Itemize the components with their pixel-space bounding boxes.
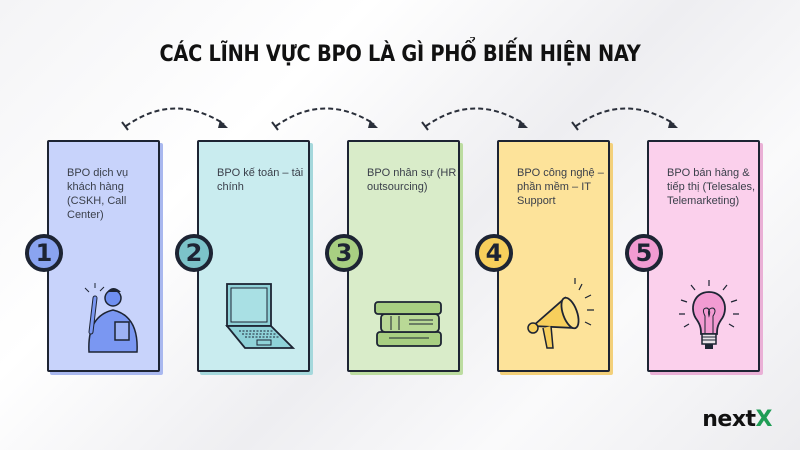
person-holding-book-icon bbox=[84, 283, 138, 353]
card-customer-service: BPO dịch vụ khách hàng (CSKH, Call Cente… bbox=[25, 140, 160, 372]
page-title: CÁC LĨNH VỰC BPO LÀ GÌ PHỔ BIẾN HIỆN NAY bbox=[159, 42, 641, 67]
card-hr-outsourcing: BPO nhân sự (HR outsourcing) 3 bbox=[325, 140, 460, 372]
books-stack-icon bbox=[374, 301, 442, 347]
nextx-logo: nextX bbox=[702, 407, 772, 432]
laptop-icon bbox=[225, 283, 296, 349]
dashed-arrow-icon bbox=[571, 107, 678, 131]
dashed-arrow-icon bbox=[271, 107, 378, 131]
lightbulb-icon bbox=[679, 280, 739, 349]
step-badge-4: 4 bbox=[475, 234, 513, 272]
logo-text: next bbox=[702, 407, 756, 432]
card-label: BPO dịch vụ khách hàng (CSKH, Call Cente… bbox=[67, 167, 129, 221]
dashed-arrow-icon bbox=[421, 107, 528, 131]
dashed-arrow-icon bbox=[121, 107, 228, 131]
step-badge-2: 2 bbox=[175, 234, 213, 272]
step-badge-3: 3 bbox=[325, 234, 363, 272]
card-accounting-finance: BPO kế toán – tài chính 2 bbox=[175, 140, 310, 372]
card-label: BPO nhân sự (HR outsourcing) bbox=[367, 167, 457, 193]
step-badge-5: 5 bbox=[625, 234, 663, 272]
card-label: BPO kế toán – tài chính bbox=[217, 167, 304, 193]
card-it-software: BPO công nghệ – phần mềm – IT Support 4 bbox=[475, 140, 610, 372]
logo-accent: X bbox=[755, 407, 773, 432]
card-label: BPO bán hàng & tiếp thị (Telesales, Tele… bbox=[667, 167, 756, 207]
card-sales-marketing: BPO bán hàng & tiếp thị (Telesales, Tele… bbox=[625, 140, 760, 372]
step-badge-1: 1 bbox=[25, 234, 63, 272]
card-label: BPO công nghệ – phần mềm – IT Support bbox=[517, 167, 604, 207]
megaphone-icon bbox=[527, 278, 594, 349]
